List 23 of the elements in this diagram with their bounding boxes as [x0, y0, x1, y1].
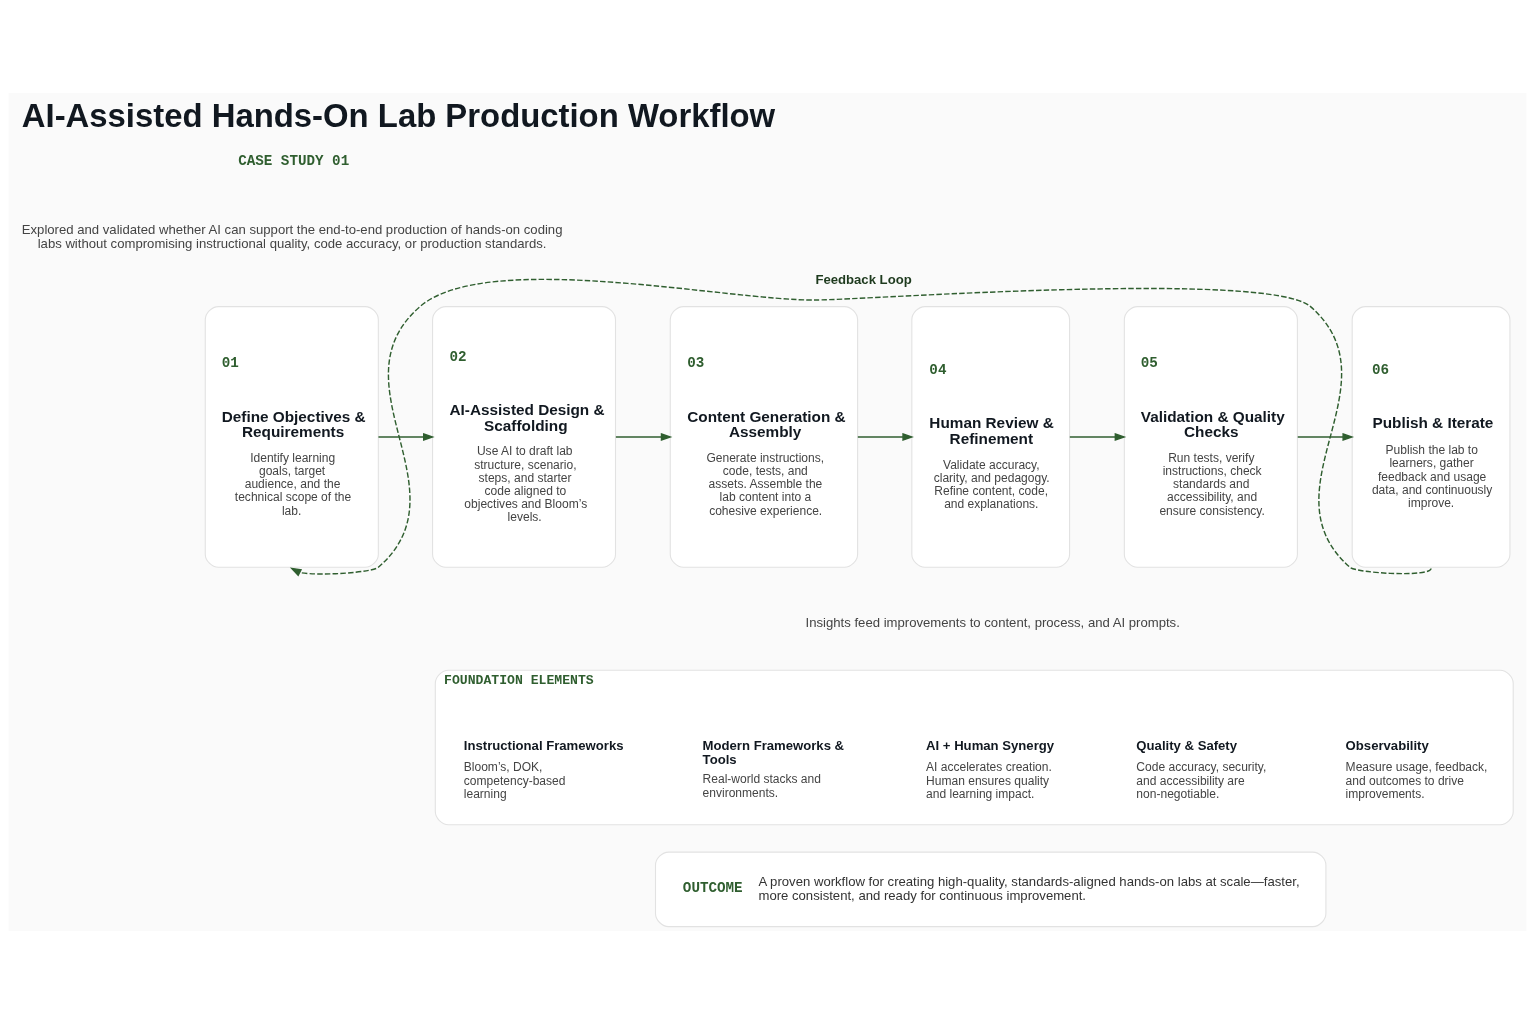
label: Explored and validated whether AI can support the end-to-end production of hands-on coding labs without compromising instructional quality, code accuracy, or production standards.	[21, 221, 563, 252]
node-text: Observability Measure usage, feedback, and outcomes to drive improvements.	[1345, 738, 1488, 801]
node-box: 02 AI-Assisted Design & Scaffolding Use AI to draft lab structure, scenario, steps, and starter code aligned to objectives and Bloom’s levels.	[432, 306, 617, 568]
label: Insights feed improvements to content, process, and AI prompts.	[805, 614, 1180, 630]
arrow	[1297, 432, 1355, 442]
diagram-title: AI-Assisted Hands-On Lab Production Workflow	[21, 96, 776, 134]
node-text: Quality & Safety Code accuracy, security, and accessibility are non-negotiable.	[1136, 738, 1267, 801]
arrow	[857, 432, 914, 442]
node-box: OUTCOME A proven workflow for creating high-quality, standards-aligned hands-on labs at scale—faster, more consistent, and ready for continuous improvement.	[654, 851, 1327, 928]
arrow	[615, 432, 673, 442]
node-text: AI + Human Synergy AI accelerates creation. Human ensures quality and learning impact.	[926, 738, 1055, 801]
node-box: 06 Publish & Iterate Publish the lab to learners, gather feedback and usage data, and continuously improve.	[1351, 306, 1511, 568]
label: CASE STUDY 01	[238, 152, 350, 169]
node-text: Instructional Frameworks Bloom’s, DOK, competency-based learning	[463, 738, 624, 801]
arrow	[377, 432, 435, 442]
node-box: 05 Validation & Quality Checks Run tests, verify instructions, check standards and accessibility, and ensure consistency.	[1123, 306, 1298, 568]
node-box: 04 Human Review & Refinement Validate accuracy, clarity, and pedagogy. Refine content, code, and explanations.	[911, 306, 1071, 568]
edge-label: Feedback Loop	[815, 272, 912, 288]
arrow	[1069, 432, 1127, 442]
arrow	[289, 278, 1432, 577]
node-box: 03 Content Generation & Assembly Generate instructions, code, tests, and assets. Assemble the lab content into a cohesive experience.	[669, 306, 859, 568]
node-box: 01 Define Objectives & Requirements Identify learning goals, target audience, and the technical scope of the lab.	[204, 306, 379, 568]
node-text: Modern Frameworks & Tools Real-world stacks and environments.	[702, 738, 845, 800]
